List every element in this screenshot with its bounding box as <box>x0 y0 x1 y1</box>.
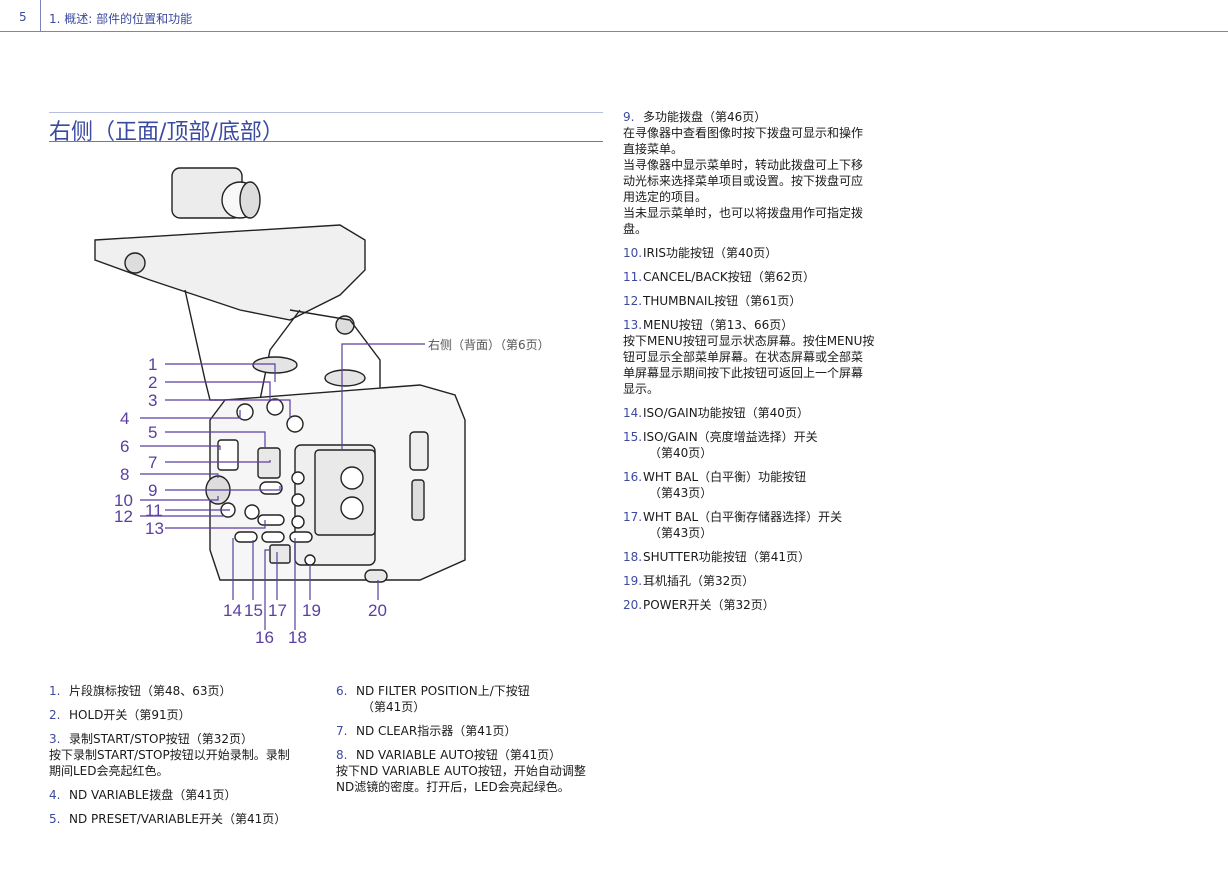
back-view-reference: 右侧（背面）（第6页） <box>428 337 550 352</box>
callout-18: 18 <box>288 628 307 647</box>
section-rule-bottom <box>49 141 603 142</box>
parts-list-left: 1.片段旗标按钮（第48、63页） 2.HOLD开关（第91页） 3.录制STA… <box>49 683 314 835</box>
section-rule-top <box>49 112 603 113</box>
callout-20: 20 <box>368 601 387 620</box>
callout-9: 9 <box>148 481 157 500</box>
list-item: 4.ND VARIABLE拨盘（第41页） <box>49 788 237 802</box>
callout-6: 6 <box>120 437 129 456</box>
callout-16: 16 <box>255 628 274 647</box>
list-item: 5.ND PRESET/VARIABLE开关（第41页） <box>49 812 287 826</box>
list-item: 8.ND VARIABLE AUTO按钮（第41页） 按下ND VARIABLE… <box>336 748 586 794</box>
list-item: 1.片段旗标按钮（第48、63页） <box>49 684 232 698</box>
callout-4: 4 <box>120 409 129 428</box>
callout-10: 10 <box>114 491 133 510</box>
list-item: 16.WHT BAL（白平衡）功能按钮 （第43页） <box>623 470 807 500</box>
callout-14: 14 <box>223 601 242 620</box>
callout-11: 11 <box>145 501 163 520</box>
list-item: 19.耳机插孔（第32页） <box>623 574 755 588</box>
callout-12: 12 <box>114 507 133 526</box>
list-item: 18.SHUTTER功能按钮（第41页） <box>623 550 811 564</box>
callout-7: 7 <box>148 453 157 472</box>
callout-8: 8 <box>120 465 129 484</box>
list-item: 10.IRIS功能按钮（第40页） <box>623 246 778 260</box>
page-number: 5 <box>19 10 27 24</box>
list-item: 2.HOLD开关（第91页） <box>49 708 191 722</box>
list-item: 7.ND CLEAR指示器（第41页） <box>336 724 517 738</box>
camera-illustration <box>94 167 466 583</box>
section-title: 右侧（正面/顶部/底部） <box>49 120 284 145</box>
callout-15: 15 <box>244 601 263 620</box>
callout-2: 2 <box>148 373 157 392</box>
list-item: 13.MENU按钮（第13、66页） 按下MENU按钮可显示状态屏幕。按住MEN… <box>623 318 875 396</box>
page-header: 5 1. 概述: 部件的位置和功能 <box>0 0 1228 32</box>
list-item: 15.ISO/GAIN（亮度增益选择）开关 （第40页） <box>623 430 818 460</box>
header-divider <box>40 0 41 31</box>
leader-lines <box>140 343 425 630</box>
chapter-title: 1. 概述: 部件的位置和功能 <box>49 12 193 26</box>
list-item: 12.THUMBNAIL按钮（第61页） <box>623 294 802 308</box>
list-item: 11.CANCEL/BACK按钮（第62页） <box>623 270 816 284</box>
callout-labels: 1 2 3 4 5 6 7 8 9 10 11 12 13 14 15 16 1… <box>114 337 550 647</box>
callout-17: 17 <box>268 601 287 620</box>
list-item: 9.多功能拨盘（第46页） 在寻像器中查看图像时按下拨盘可显示和操作 直接菜单。… <box>623 110 864 236</box>
callout-1: 1 <box>148 355 157 374</box>
list-item: 6.ND FILTER POSITION上/下按钮 （第41页） <box>336 684 530 714</box>
list-item: 20.POWER开关（第32页） <box>623 598 775 612</box>
parts-list-middle: 6.ND FILTER POSITION上/下按钮 （第41页） 7.ND CL… <box>336 683 604 803</box>
callout-19: 19 <box>302 601 321 620</box>
callout-13: 13 <box>145 519 164 538</box>
list-item: 3.录制START/STOP按钮（第32页） 按下录制START/STOP按钮以… <box>49 732 290 778</box>
camera-diagram: 1 2 3 4 5 6 7 8 9 10 11 12 13 14 15 16 1… <box>94 167 550 647</box>
callout-3: 3 <box>148 391 157 410</box>
parts-list-right: 9.多功能拨盘（第46页） 在寻像器中查看图像时按下拨盘可显示和操作 直接菜单。… <box>623 109 903 621</box>
list-item: 14.ISO/GAIN功能按钮（第40页） <box>623 406 809 420</box>
callout-5: 5 <box>148 423 157 442</box>
list-item: 17.WHT BAL（白平衡存储器选择）开关 （第43页） <box>623 510 843 540</box>
